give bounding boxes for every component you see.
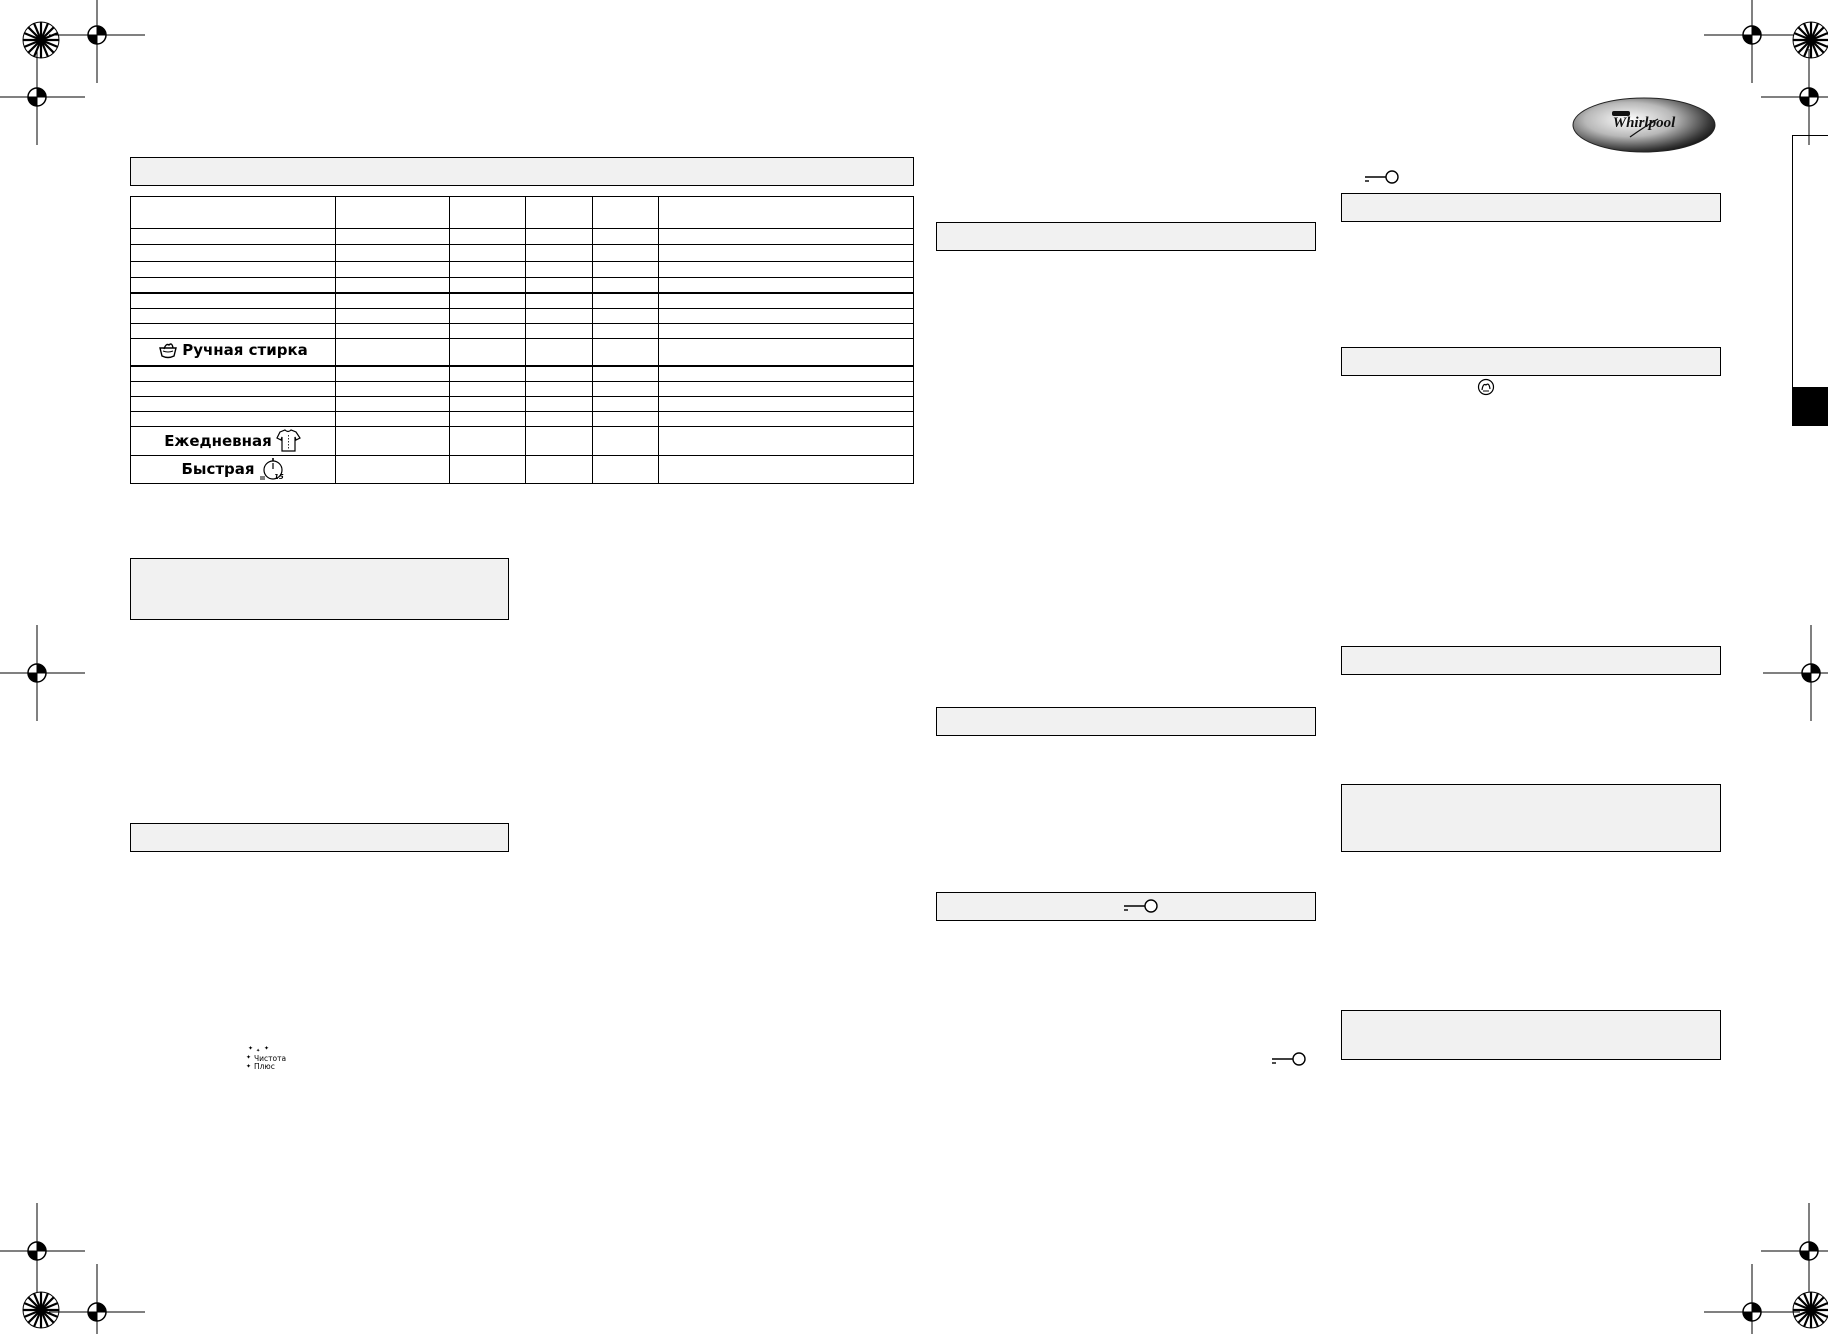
program-label: Ручная стирка (182, 341, 308, 360)
table-header-row (130, 195, 914, 230)
table-row (130, 276, 914, 295)
section-box-1 (130, 558, 509, 620)
program-hand-wash: Ручная стирка (158, 340, 308, 360)
svg-text:✦: ✦ (246, 1054, 251, 1061)
table-row (130, 260, 914, 278)
program-label: Быстрая (181, 460, 255, 479)
table-row (130, 244, 914, 262)
program-quick: Быстрая 15 (181, 457, 284, 481)
section-box-3 (936, 222, 1316, 251)
table-row (130, 365, 914, 382)
clean-plus-icon: ✦ ✦ ✦ ✦ ✦ Чистота Плюс (246, 1045, 286, 1072)
key-icon (1272, 1052, 1306, 1066)
svg-text:15: 15 (274, 473, 284, 481)
svg-text:Плюс: Плюс (254, 1062, 275, 1071)
section-box-7 (1341, 347, 1721, 376)
hand-wash-icon (159, 343, 178, 359)
wash-option-icon (1477, 378, 1495, 396)
svg-text:✦: ✦ (246, 1063, 251, 1070)
key-icon (1124, 899, 1158, 913)
table-row: Ежедневная (130, 426, 914, 456)
svg-text:✦: ✦ (248, 1046, 253, 1052)
program-table-title-bar (130, 157, 914, 186)
table-row (130, 323, 914, 340)
svg-text:Чистота: Чистота (254, 1054, 286, 1063)
timer-15-icon: 15 (259, 458, 284, 481)
whirlpool-logo: Whirlpool (1572, 97, 1716, 153)
svg-text:✦: ✦ (256, 1048, 260, 1054)
table-header-cell (130, 195, 336, 230)
section-box-6 (1341, 193, 1721, 222)
table-row (130, 411, 914, 428)
table-row (130, 228, 914, 246)
shirt-icon (275, 429, 301, 452)
section-box-5-child-lock (936, 892, 1316, 921)
table-row (130, 308, 914, 325)
section-tab-strip (1792, 135, 1828, 426)
section-box-8 (1341, 646, 1721, 675)
section-box-4 (936, 707, 1316, 736)
svg-text:✦: ✦ (264, 1046, 269, 1052)
program-table: Ручная стирка Ежедневная Быстрая (130, 195, 914, 485)
program-label: Ежедневная (164, 431, 272, 450)
key-icon (1365, 170, 1399, 184)
program-daily: Ежедневная (164, 429, 302, 453)
table-row: Ручная стирка (130, 338, 914, 368)
logo-text: Whirlpool (1613, 115, 1676, 131)
table-row (130, 292, 914, 310)
table-row: Быстрая 15 (130, 454, 914, 485)
section-box-2 (130, 823, 509, 852)
section-tab-marker (1792, 387, 1828, 426)
table-row (130, 380, 914, 398)
section-box-9 (1341, 784, 1721, 852)
section-box-10 (1341, 1010, 1721, 1060)
table-row (130, 396, 914, 413)
